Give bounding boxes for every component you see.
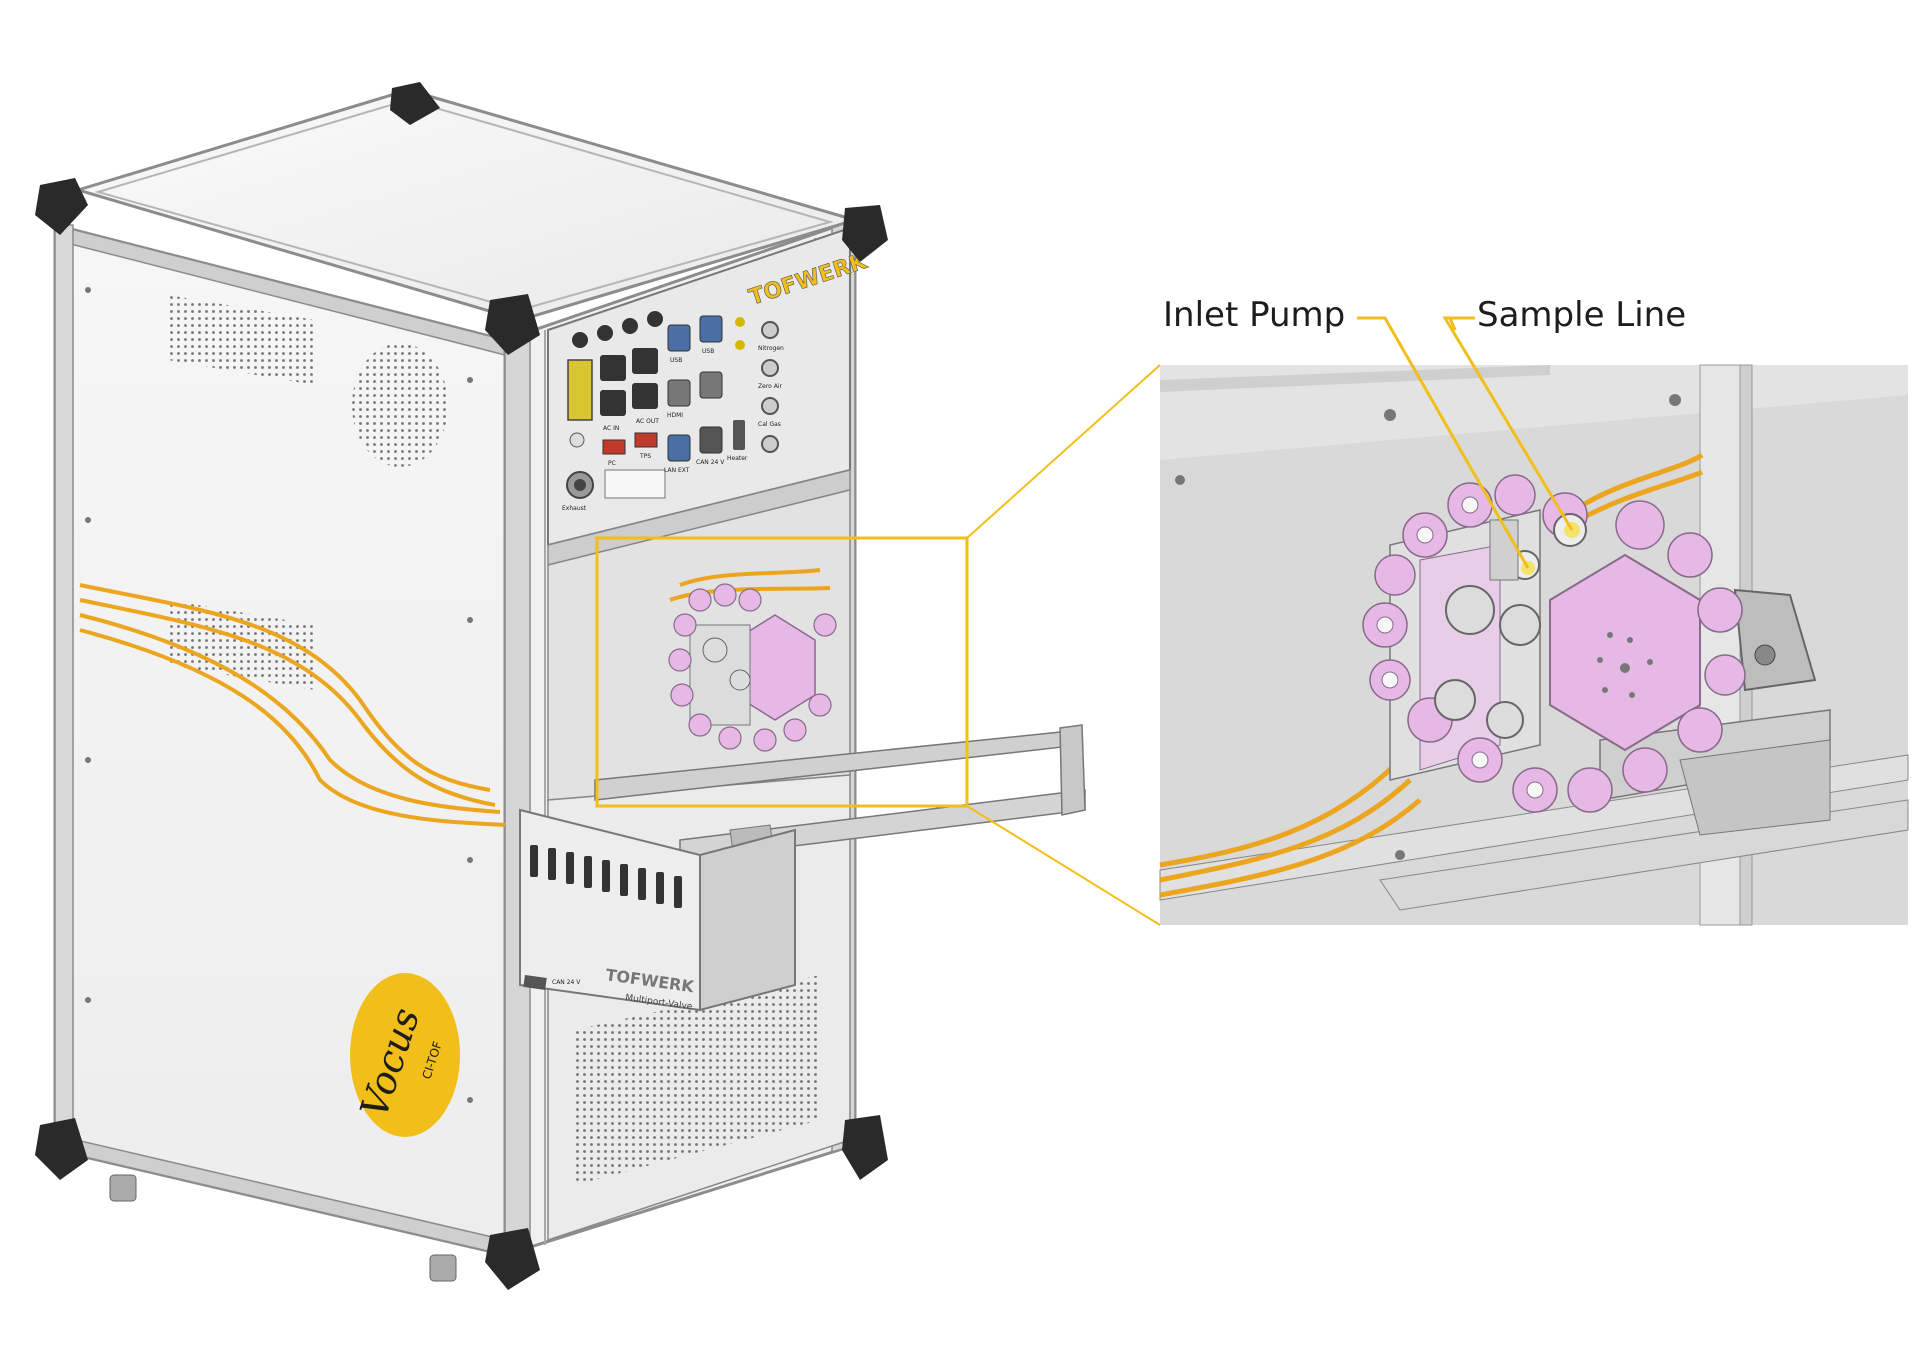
label-zero-air: Zero Air <box>758 383 782 390</box>
label-nitrogen: Nitrogen <box>758 345 784 352</box>
multiport-valve-small <box>668 583 837 752</box>
label-exhaust: Exhaust <box>562 505 587 512</box>
label-usb-1: USB <box>670 357 682 364</box>
zoom-line-top <box>966 364 1161 539</box>
power-connectors: AC IN AC OUT PC TPS Exhaust <box>562 311 666 512</box>
zoom-line-bottom <box>966 805 1161 926</box>
sample-tubes <box>79 568 831 827</box>
data-connectors: USB USB HDMI LAN EXT CAN 24 V Heater <box>664 315 748 474</box>
inlet-pump-leader <box>1357 316 1530 569</box>
vent-grill-upper <box>168 295 315 385</box>
label-usb-2: USB <box>702 348 714 355</box>
label-can-24v: CAN 24 V <box>696 459 725 466</box>
label-ac-in: AC IN <box>603 425 619 432</box>
inset-detail <box>1159 364 1909 926</box>
sample-line-label: Sample Line <box>1477 295 1686 335</box>
corner-caps <box>35 82 888 1290</box>
multiport-valve-large <box>1362 474 1746 813</box>
label-cal-gas: Cal Gas <box>758 421 781 428</box>
inlet-pump-label: Inlet Pump <box>1163 295 1345 335</box>
vent-grill-front <box>575 975 820 1185</box>
vocus-logo: Vocus CI-TOF <box>350 973 460 1137</box>
fan-grill <box>352 343 448 467</box>
vent-grill-lower <box>168 600 315 690</box>
label-pc: PC <box>608 460 616 467</box>
label-hdmi: HDMI <box>667 412 683 419</box>
gas-ports: Nitrogen Zero Air Cal Gas <box>735 317 784 453</box>
label-ac-out: AC OUT <box>636 418 659 425</box>
label-tps: TPS <box>639 453 651 460</box>
cabinet: AC IN AC OUT PC TPS Exhaust USB USB HDMI… <box>35 82 1086 1290</box>
label-lan-ext: LAN EXT <box>664 467 690 474</box>
label-box-can: CAN 24 V <box>552 979 581 986</box>
zoom-highlight-box <box>595 536 969 808</box>
label-heater: Heater <box>727 455 748 462</box>
multiport-valve-box: CAN 24 V TOFWERK Multiport-Valve <box>519 808 796 1012</box>
